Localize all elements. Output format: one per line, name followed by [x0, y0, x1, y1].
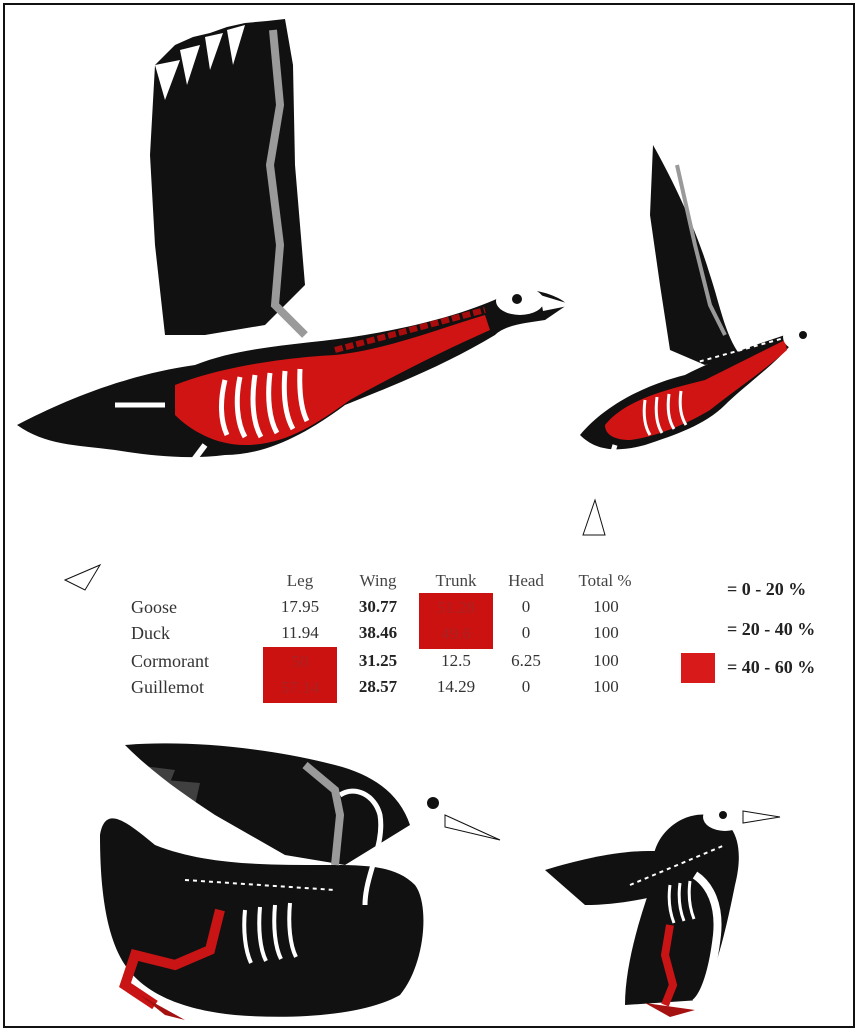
col-header-trunk: Trunk [421, 571, 491, 591]
table-row: Duck 11.94 38.46 49.6 0 100 [131, 623, 671, 647]
cell-wing: 31.25 [343, 651, 413, 671]
goose-leg [75, 445, 205, 585]
row-label: Goose [131, 597, 177, 618]
duck-wing [650, 145, 740, 365]
legend-label: = 40 - 60 % [727, 657, 815, 678]
cell-wing: 30.77 [343, 597, 413, 617]
cormorant-figure [100, 743, 500, 1020]
col-header-head: Head [491, 571, 561, 591]
cell-trunk: 12.5 [421, 651, 491, 671]
col-header-total: Total % [565, 571, 645, 591]
duck-figure [580, 145, 845, 535]
legend-swatch [681, 575, 715, 605]
cell-head: 0 [491, 597, 561, 617]
cell-head: 0 [491, 677, 561, 697]
row-label: Cormorant [131, 651, 209, 672]
cell-trunk: 14.29 [421, 677, 491, 697]
cell-leg: 57.14 [263, 673, 337, 703]
cell-wing: 28.57 [343, 677, 413, 697]
row-label: Duck [131, 623, 170, 644]
cell-leg: 11.94 [265, 623, 335, 643]
cell-head: 6.25 [491, 651, 561, 671]
figure-frame: Leg Wing Trunk Head Total % Goose 17.95 … [3, 3, 855, 1028]
cell-wing: 38.46 [343, 623, 413, 643]
guillemot-leg-highlight [665, 925, 673, 1005]
bird-illustrations [5, 5, 853, 1026]
proportion-table: Leg Wing Trunk Head Total % Goose 17.95 … [131, 571, 671, 701]
row-label: Guillemot [131, 677, 204, 698]
cell-leg: 17.95 [265, 597, 335, 617]
guillemot-figure [545, 803, 780, 1017]
cell-total: 100 [571, 651, 641, 671]
cell-trunk: 49.6 [419, 619, 493, 649]
cormorant-wing [125, 743, 410, 865]
col-header-leg: Leg [265, 571, 335, 591]
goose-figure [17, 19, 573, 590]
cell-head: 0 [491, 623, 561, 643]
table-row: Cormorant 50 31.25 12.5 6.25 100 [131, 651, 671, 675]
table-row: Guillemot 57.14 28.57 14.29 0 100 [131, 677, 671, 701]
cell-total: 100 [571, 597, 641, 617]
legend-swatch [681, 615, 715, 645]
legend-label: = 20 - 40 % [727, 619, 815, 640]
legend-label: = 0 - 20 % [727, 579, 806, 600]
cell-total: 100 [571, 623, 641, 643]
cell-total: 100 [571, 677, 641, 697]
col-header-wing: Wing [343, 571, 413, 591]
table-row: Goose 17.95 30.77 51.28 0 100 [131, 597, 671, 621]
legend-swatch [681, 653, 715, 683]
